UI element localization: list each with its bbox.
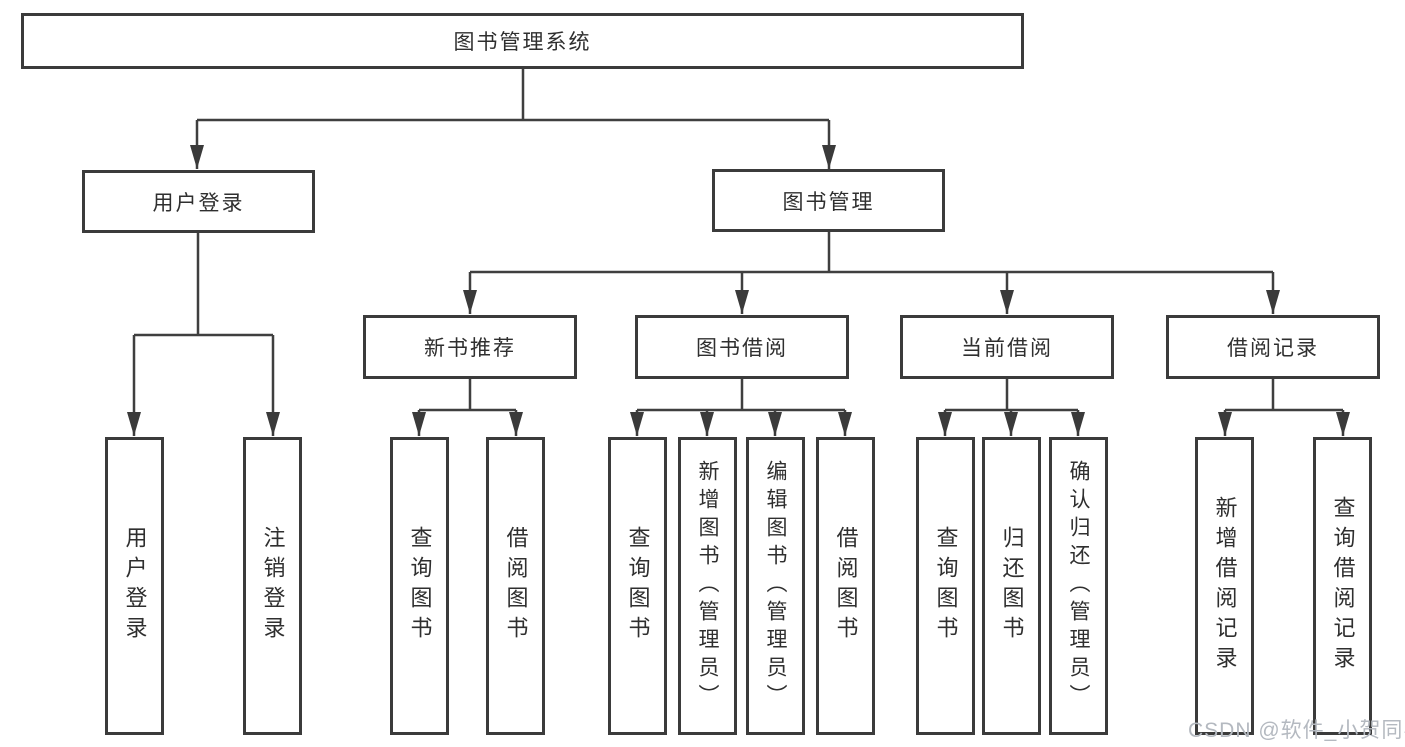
leaf-query-books-1-label: 查询图书 bbox=[407, 526, 433, 646]
leaf-borrow-books-2-label: 借阅图书 bbox=[833, 526, 859, 646]
leaf-query-borrow-record-label: 查询借阅记录 bbox=[1330, 496, 1356, 676]
node-new-book: 新书推荐 bbox=[363, 315, 577, 379]
node-book-mgmt-label: 图书管理 bbox=[782, 190, 875, 214]
leaf-query-books-1: 查询图书 bbox=[390, 437, 449, 735]
leaf-return-books-label: 归还图书 bbox=[999, 526, 1025, 646]
leaf-add-borrow-record: 新增借阅记录 bbox=[1195, 437, 1254, 735]
node-new-book-label: 新书推荐 bbox=[424, 337, 516, 360]
node-current-borrow-label: 当前借阅 bbox=[961, 337, 1053, 360]
leaf-confirm-return-label: 确认归还（管理员） bbox=[1067, 460, 1090, 712]
connector-root bbox=[190, 69, 836, 169]
node-root: 图书管理系统 bbox=[21, 13, 1024, 69]
leaf-borrow-books-1-label: 借阅图书 bbox=[503, 526, 529, 646]
node-book-borrow: 图书借阅 bbox=[635, 315, 849, 379]
leaf-user-login-label: 用户登录 bbox=[122, 526, 148, 646]
connector-borrow-records bbox=[1218, 379, 1350, 436]
leaf-edit-books-label: 编辑图书（管理员） bbox=[764, 460, 787, 712]
node-user-login-label: 用户登录 bbox=[152, 191, 245, 215]
leaf-query-books-2: 查询图书 bbox=[608, 437, 667, 735]
node-root-label: 图书管理系统 bbox=[453, 31, 592, 54]
node-user-login: 用户登录 bbox=[82, 170, 315, 233]
node-book-mgmt: 图书管理 bbox=[712, 169, 945, 232]
leaf-add-books-label: 新增图书（管理员） bbox=[696, 460, 719, 712]
csdn-watermark: CSDN @软件_小贺同学 bbox=[1188, 719, 1405, 742]
leaf-borrow-books-2: 借阅图书 bbox=[816, 437, 875, 735]
node-borrow-records-label: 借阅记录 bbox=[1227, 337, 1319, 360]
leaf-borrow-books-1: 借阅图书 bbox=[486, 437, 545, 735]
connector-user-login bbox=[127, 233, 280, 436]
node-borrow-records: 借阅记录 bbox=[1166, 315, 1380, 379]
node-current-borrow: 当前借阅 bbox=[900, 315, 1114, 379]
leaf-query-books-2-label: 查询图书 bbox=[625, 526, 651, 646]
leaf-add-borrow-record-label: 新增借阅记录 bbox=[1212, 496, 1238, 676]
leaf-add-books: 新增图书（管理员） bbox=[678, 437, 737, 735]
leaf-logout: 注销登录 bbox=[243, 437, 302, 735]
connector-current-borrow bbox=[938, 379, 1085, 436]
leaf-user-login: 用户登录 bbox=[105, 437, 164, 735]
leaf-confirm-return: 确认归还（管理员） bbox=[1049, 437, 1108, 735]
leaf-query-books-3: 查询图书 bbox=[916, 437, 975, 735]
node-book-borrow-label: 图书借阅 bbox=[696, 337, 788, 360]
connector-book-mgmt bbox=[463, 232, 1280, 314]
leaf-query-books-3-label: 查询图书 bbox=[933, 526, 959, 646]
leaf-logout-label: 注销登录 bbox=[260, 526, 286, 646]
leaf-return-books: 归还图书 bbox=[982, 437, 1041, 735]
connector-book-borrow bbox=[630, 379, 852, 436]
leaf-query-borrow-record: 查询借阅记录 bbox=[1313, 437, 1372, 735]
leaf-edit-books: 编辑图书（管理员） bbox=[746, 437, 805, 735]
connector-new-book bbox=[412, 379, 523, 436]
